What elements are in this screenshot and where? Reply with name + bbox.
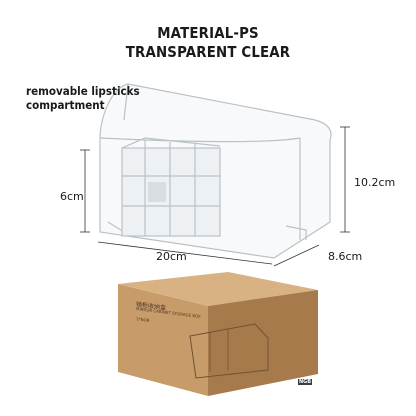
brand-logo: NGB: [298, 379, 313, 385]
dimension-inner-height: 6cm: [60, 190, 84, 203]
callout-label-continued: compartment: [26, 98, 105, 112]
callout-label: removable lipsticks: [26, 84, 140, 98]
dimension-height: 10.2cm: [354, 176, 396, 189]
material-heading: MATERIAL-PS: [157, 24, 259, 42]
dimension-width: 20cm: [156, 250, 187, 263]
transparency-heading: TRANSPARENT CLEAR: [125, 43, 291, 61]
kraft-box: [118, 272, 318, 396]
dimension-depth: 8.6cm: [328, 250, 363, 263]
clear-organizer: [99, 83, 332, 259]
dimension-lines: [80, 126, 350, 267]
